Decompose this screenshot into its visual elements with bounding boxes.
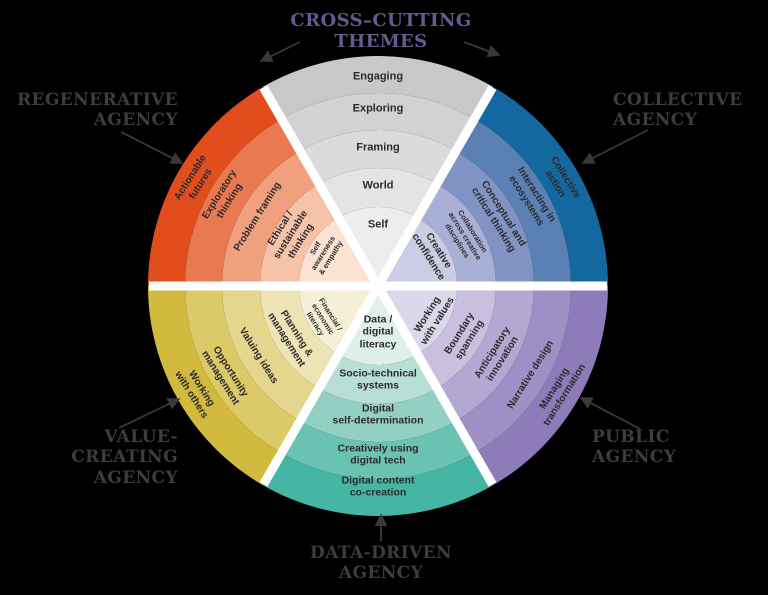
ring-label-self: Self bbox=[367, 218, 389, 231]
sector-collective-agency-ring-3 bbox=[437, 150, 534, 286]
sector-value-creating-agency-ring-4 bbox=[185, 286, 300, 454]
sector-collective-agency-ring-4 bbox=[456, 118, 571, 286]
ring-label-creatively-using: Creatively using digital tech bbox=[337, 442, 419, 467]
pointer-arrows bbox=[118, 41, 649, 541]
ring-label-digital-self-determination: Digital self-determination bbox=[332, 402, 424, 427]
sector-data-driven-agency-ring-2 bbox=[319, 354, 437, 404]
agency-label-value-creating: VALUE-CREATING AGENCY bbox=[71, 427, 178, 488]
arrow-value-creating-agency bbox=[118, 398, 181, 429]
arrow-cross-cutting-right bbox=[463, 41, 501, 58]
wheel-sectors bbox=[148, 55, 608, 517]
sector-separator bbox=[374, 283, 497, 487]
sector-value-creating-agency-ring-1 bbox=[299, 286, 378, 355]
sector-separator bbox=[259, 85, 382, 289]
ring-label-socio-technical: Socio-technical systems bbox=[339, 367, 417, 392]
arrow-regenerative-agency bbox=[120, 131, 184, 164]
wheel-center bbox=[370, 278, 386, 294]
sector-collective-agency-ring-5 bbox=[474, 86, 608, 286]
sector-data-driven-agency-ring-3 bbox=[300, 388, 456, 443]
sector-data-driven-agency-ring-1 bbox=[338, 286, 418, 366]
agency-label-regenerative: REGENERATIVE AGENCY bbox=[17, 90, 178, 131]
sector-data-driven-agency-ring-5 bbox=[263, 453, 493, 517]
ring-label-digital-content: Digital content co-creation bbox=[341, 474, 415, 499]
sector-public-agency-ring-1 bbox=[378, 286, 457, 355]
ring-label-world: World bbox=[362, 179, 394, 192]
ring-label-data-digital-literacy: Data / digital literacy bbox=[359, 313, 397, 351]
sector-cross-cutting-themes-ring-4 bbox=[281, 93, 475, 151]
sector-regenerative-agency-ring-4 bbox=[185, 118, 300, 286]
sector-cross-cutting-themes-ring-2 bbox=[319, 168, 437, 218]
sector-value-creating-agency-ring-2 bbox=[260, 286, 339, 389]
ring-label-exploring: Exploring bbox=[352, 102, 404, 115]
sector-regenerative-agency-ring-2 bbox=[260, 183, 339, 286]
arrow-public-agency bbox=[579, 397, 641, 430]
sector-public-agency-ring-3 bbox=[437, 286, 534, 422]
sector-cross-cutting-themes-ring-5 bbox=[263, 55, 493, 119]
diagram-title: CROSS–CUTTING THEMES bbox=[290, 10, 472, 52]
sector-public-agency-ring-2 bbox=[417, 286, 496, 389]
agency-label-data-driven: DATA-DRIVEN AGENCY bbox=[310, 543, 452, 584]
agency-label-public: PUBLIC AGENCY bbox=[592, 427, 677, 468]
sector-value-creating-agency-ring-3 bbox=[222, 286, 319, 422]
ring-label-engaging: Engaging bbox=[352, 70, 404, 83]
sector-data-driven-agency-ring-4 bbox=[281, 421, 475, 479]
sector-separator bbox=[259, 283, 382, 487]
sector-collective-agency-ring-2 bbox=[417, 183, 496, 286]
ring-label-framing: Framing bbox=[356, 141, 400, 154]
sector-regenerative-agency-ring-1 bbox=[299, 217, 378, 286]
arrow-cross-cutting-left bbox=[259, 41, 301, 62]
sector-cross-cutting-themes-ring-3 bbox=[300, 129, 456, 184]
sector-collective-agency-ring-1 bbox=[378, 217, 458, 286]
sector-separator bbox=[374, 85, 497, 289]
agency-label-collective: COLLECTIVE AGENCY bbox=[613, 90, 743, 131]
sector-public-agency-ring-4 bbox=[456, 286, 571, 454]
sector-regenerative-agency-ring-3 bbox=[222, 150, 319, 286]
sector-public-agency-ring-5 bbox=[474, 286, 608, 486]
sector-cross-cutting-themes-ring-1 bbox=[338, 206, 418, 286]
arrow-collective-agency bbox=[581, 129, 649, 164]
sector-regenerative-agency-ring-5 bbox=[148, 86, 282, 286]
sector-value-creating-agency-ring-5 bbox=[148, 286, 282, 486]
